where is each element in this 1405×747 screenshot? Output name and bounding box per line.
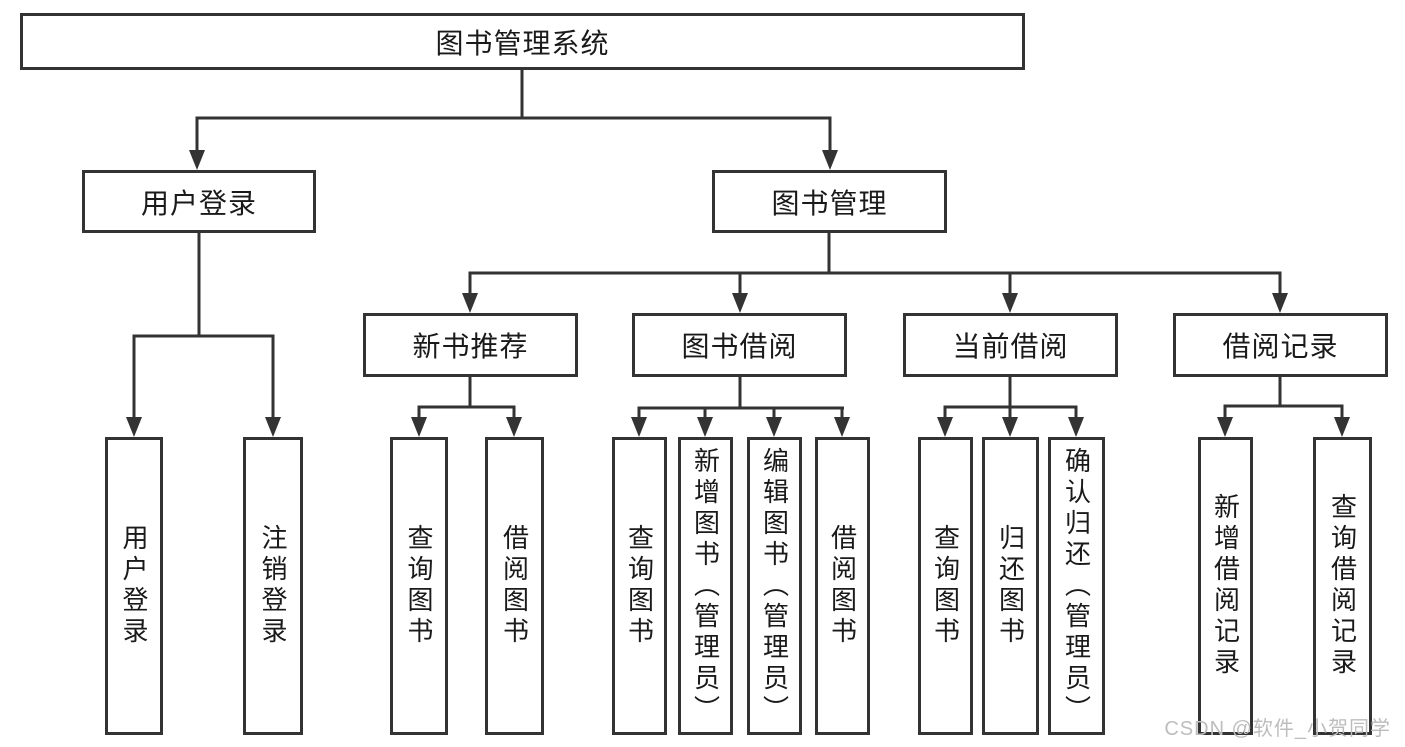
leaf-logout: 注销登录 [243, 437, 303, 735]
leaf-edit-books-admin-label: 编辑图书（管理员） [759, 446, 790, 726]
leaf-add-books-admin: 新增图书（管理员） [678, 437, 733, 735]
leaf-edit-books-admin: 编辑图书（管理员） [747, 437, 802, 735]
node-new-book-recommend: 新书推荐 [363, 313, 578, 377]
leaf-logout-label: 注销登录 [258, 524, 288, 648]
csdn-watermark: CSDN @软件_小贺同学 [1164, 718, 1391, 740]
leaf-query-borrow-record-label: 查询借阅记录 [1327, 493, 1358, 679]
leaf-add-borrow-record: 新增借阅记录 [1198, 437, 1253, 735]
leaf-query-books-borrow-label: 查询图书 [624, 524, 655, 648]
leaf-borrow-books-recommend: 借阅图书 [485, 437, 544, 735]
node-book-management: 图书管理 [712, 170, 947, 233]
leaf-confirm-return-admin: 确认归还（管理员） [1048, 437, 1105, 735]
leaf-user-login-label: 用户登录 [119, 524, 149, 648]
node-book-borrow: 图书借阅 [632, 313, 847, 377]
leaf-add-borrow-record-label: 新增借阅记录 [1210, 493, 1241, 679]
leaf-query-books-recommend: 查询图书 [390, 437, 448, 735]
leaf-borrow-books-recommend-label: 借阅图书 [499, 524, 530, 648]
node-user-login-group: 用户登录 [82, 170, 316, 233]
leaf-return-books: 归还图书 [982, 437, 1039, 735]
leaf-query-books-current: 查询图书 [918, 437, 973, 735]
leaf-user-login: 用户登录 [105, 437, 163, 735]
leaf-add-books-admin-label: 新增图书（管理员） [690, 446, 721, 726]
node-borrow-records: 借阅记录 [1173, 313, 1388, 377]
node-root-system: 图书管理系统 [20, 13, 1025, 70]
leaf-query-books-current-label: 查询图书 [930, 524, 961, 648]
leaf-borrow-books: 借阅图书 [815, 437, 870, 735]
leaf-query-books-recommend-label: 查询图书 [404, 524, 434, 648]
node-current-borrow: 当前借阅 [903, 313, 1118, 377]
leaf-return-books-label: 归还图书 [995, 524, 1026, 648]
leaf-query-borrow-record: 查询借阅记录 [1313, 437, 1372, 735]
leaf-query-books-borrow: 查询图书 [612, 437, 667, 735]
leaf-borrow-books-label: 借阅图书 [827, 524, 858, 648]
leaf-confirm-return-admin-label: 确认归还（管理员） [1061, 446, 1092, 726]
